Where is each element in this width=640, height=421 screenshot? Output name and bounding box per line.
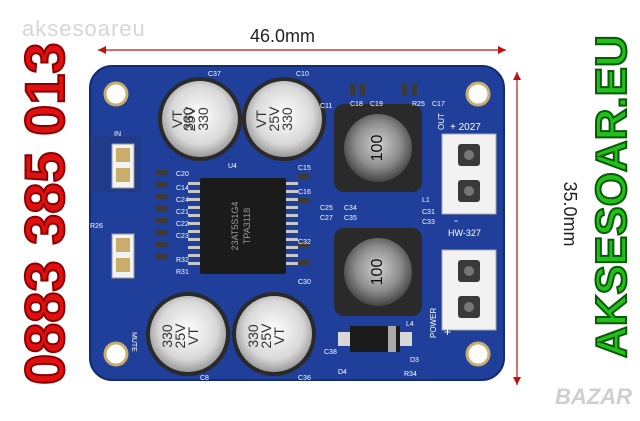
svg-text:+ 2027: + 2027 (450, 122, 481, 133)
svg-text:C30: C30 (298, 279, 311, 286)
svg-text:C16: C16 (298, 189, 311, 196)
svg-text:HW-327: HW-327 (448, 228, 481, 238)
height-dimension-label: 35.0mm (560, 181, 580, 247)
svg-text:C20: C20 (176, 171, 189, 178)
capacitor-top-left: 330 (158, 77, 242, 161)
bazar-logo: BAZAR (555, 384, 632, 409)
svg-text:C11: C11 (320, 103, 332, 110)
svg-text:25V: 25V (182, 106, 198, 132)
svg-text:25V: 25V (172, 323, 188, 349)
svg-text:-: - (454, 213, 458, 227)
svg-text:R32: R32 (176, 257, 189, 264)
diode (338, 326, 412, 352)
svg-text:U4: U4 (228, 163, 237, 170)
power-terminal (441, 249, 497, 331)
capacitor-bottom-left (146, 292, 230, 376)
svg-text:25V: 25V (266, 106, 282, 132)
svg-text:C38: C38 (324, 349, 337, 356)
width-dimension-label: 46.0mm (250, 26, 316, 46)
svg-text:R26: R26 (90, 223, 103, 230)
svg-text:R25: R25 (412, 101, 425, 108)
svg-text:C27: C27 (320, 215, 333, 222)
svg-text:330: 330 (279, 107, 295, 131)
svg-text:C35: C35 (344, 215, 357, 222)
amplifier-board: IN MUTE 330 330 25V VT 330 25V VT 330 25… (89, 65, 505, 382)
svg-text:R31: R31 (176, 269, 189, 276)
svg-text:D3: D3 (410, 357, 419, 364)
svg-text:25V: 25V (258, 323, 274, 349)
svg-text:C21: C21 (176, 209, 189, 216)
output-terminal (441, 133, 497, 215)
svg-text:C18: C18 (350, 101, 363, 108)
svg-text:330: 330 (180, 107, 196, 131)
svg-text:C34: C34 (344, 205, 357, 212)
watermark-text: aksesoareu (22, 16, 146, 41)
svg-text:IN: IN (114, 131, 121, 138)
svg-text:POWER: POWER (429, 308, 438, 338)
svg-text:C31: C31 (422, 209, 435, 216)
svg-text:C19: C19 (370, 101, 383, 108)
svg-text:C25: C25 (320, 205, 333, 212)
inductor-top: 100 (334, 104, 422, 192)
svg-text:23AT5S1G4: 23AT5S1G4 (230, 202, 240, 251)
svg-text:VT: VT (271, 327, 287, 345)
amplifier-chip: 23AT5S1G4 TPA3118 (188, 178, 298, 274)
svg-text:C15: C15 (298, 165, 311, 172)
svg-text:C14: C14 (176, 185, 189, 192)
capacitor-top-middle (242, 77, 326, 161)
svg-text:C36: C36 (298, 375, 311, 382)
svg-text:L1: L1 (422, 197, 430, 204)
svg-text:C17: C17 (432, 101, 445, 108)
svg-text:C37: C37 (208, 71, 221, 78)
svg-text:330: 330 (245, 324, 261, 348)
inductor-bottom: 100 (334, 228, 422, 316)
mounting-holes (103, 81, 491, 367)
svg-text:100: 100 (369, 135, 386, 162)
svg-text:R34: R34 (404, 371, 417, 378)
svg-text:VT: VT (169, 110, 185, 128)
svg-text:C23: C23 (176, 233, 189, 240)
svg-text:VT: VT (253, 110, 269, 128)
svg-text:C10: C10 (296, 71, 309, 78)
svg-text:VT: VT (185, 327, 201, 345)
svg-text:TPA3118: TPA3118 (242, 208, 252, 244)
svg-text:C8: C8 (200, 375, 209, 382)
svg-text:+: + (444, 325, 451, 339)
svg-text:100: 100 (369, 259, 386, 286)
svg-text:OUT: OUT (437, 113, 446, 130)
svg-text:MUTE: MUTE (130, 332, 137, 352)
svg-text:L4: L4 (406, 321, 414, 328)
svg-text:D4: D4 (338, 369, 347, 376)
svg-text:330: 330 (159, 324, 175, 348)
svg-text:C22: C22 (176, 221, 189, 228)
svg-text:C32: C32 (298, 239, 311, 246)
phone-number: 0883 385 013 (12, 41, 77, 386)
svg-text:330: 330 (195, 107, 211, 131)
capacitor-bottom-middle (232, 292, 316, 376)
svg-text:C24: C24 (176, 197, 189, 204)
brand-watermark: AKSESOAR.EU (586, 34, 637, 359)
svg-text:C33: C33 (422, 219, 435, 226)
